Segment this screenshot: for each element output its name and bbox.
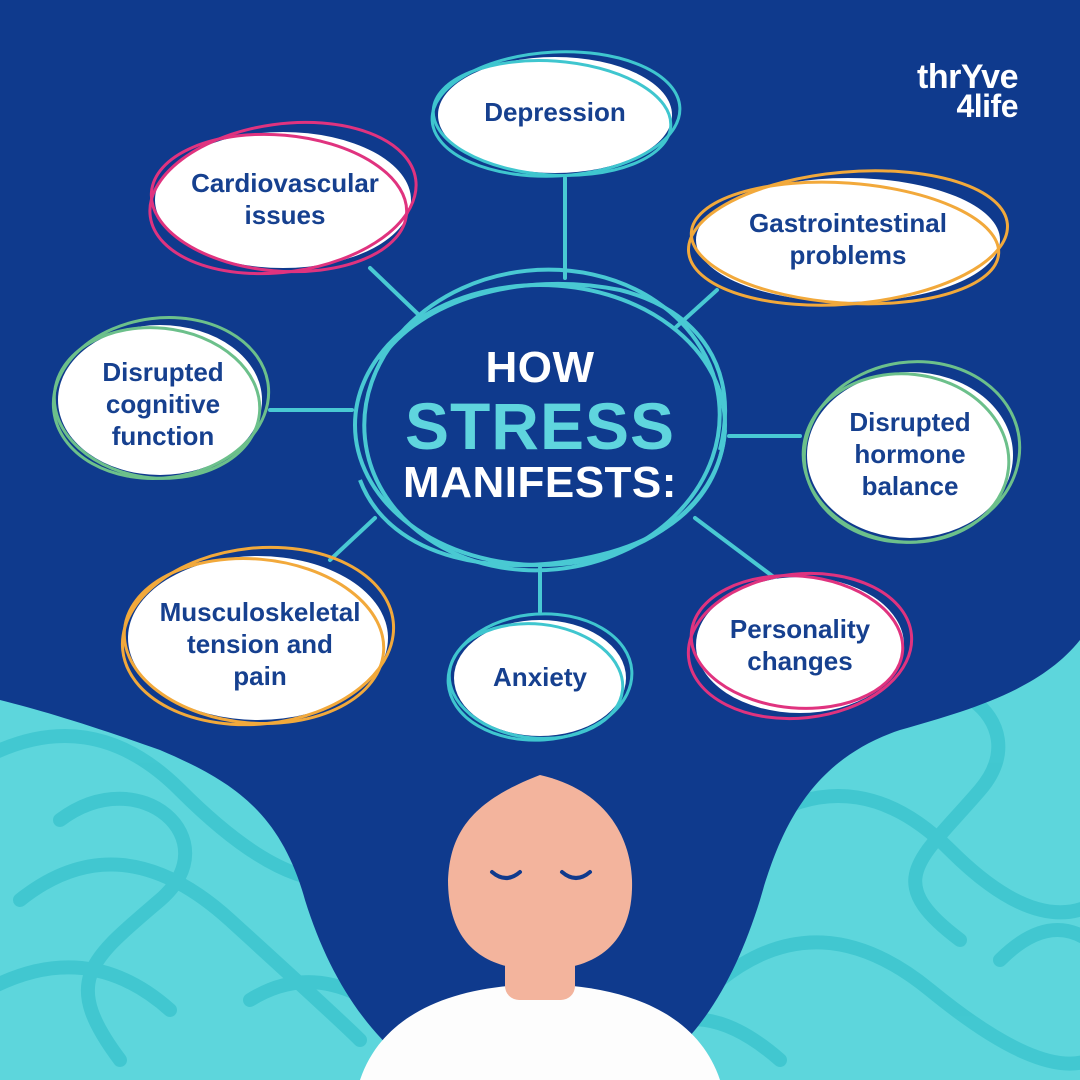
bubble-cardiovascular xyxy=(148,120,418,276)
effect-bubbles xyxy=(51,50,1022,742)
effect-label-anxiety: Anxiety xyxy=(493,662,587,693)
center-circle xyxy=(353,267,728,573)
person-figure xyxy=(360,775,720,1080)
logo-line-2: 4life xyxy=(956,88,1018,124)
brand-logo: thrYve 4life xyxy=(888,58,1018,128)
bubble-anxiety xyxy=(446,612,634,742)
effect-label-gastrointestinal: Gastrointestinal problems xyxy=(749,208,947,270)
closed-eyes xyxy=(490,870,592,880)
title-manifests: MANIFESTS: xyxy=(403,458,677,507)
effect-label-personality: Personality changes xyxy=(729,614,871,676)
effect-label-cardiovascular: Cardiovascular issues xyxy=(191,168,379,230)
bubble-personality xyxy=(686,571,914,721)
bubble-depression xyxy=(430,50,682,178)
bubble-cognitive xyxy=(51,316,271,480)
bubble-musculoskeletal xyxy=(120,545,396,727)
shirt xyxy=(360,985,720,1080)
head xyxy=(448,775,633,970)
logo-line-1: thrYve xyxy=(917,58,1018,96)
effect-label-depression: Depression xyxy=(484,97,626,128)
bubble-gastrointestinal xyxy=(687,169,1009,307)
effect-label-cognitive: Disrupted cognitive function xyxy=(102,357,224,451)
title-how: HOW xyxy=(485,343,595,392)
effect-label-musculoskeletal: Musculoskeletal tension and pain xyxy=(159,597,361,691)
title-stress: STRESS xyxy=(404,389,676,463)
effect-label-hormone: Disrupted hormone balance xyxy=(849,407,971,501)
connectors xyxy=(268,176,802,614)
bubble-hormone xyxy=(801,360,1022,544)
